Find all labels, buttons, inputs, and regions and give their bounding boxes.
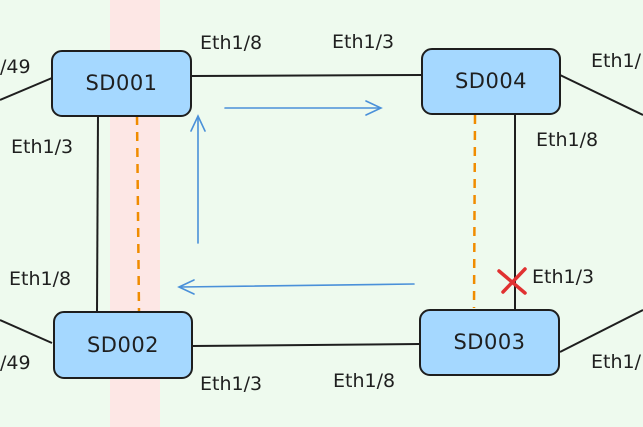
flow-arrow-up bbox=[190, 114, 206, 244]
flow-arrow-right bbox=[224, 100, 383, 116]
dashed-link-left bbox=[135, 115, 141, 313]
node-sd004-label: SD004 bbox=[455, 69, 527, 93]
port-label-edge-top-left: /49 bbox=[0, 56, 31, 78]
edge-link-top-right bbox=[559, 74, 643, 116]
cross-mark-icon bbox=[497, 267, 527, 295]
node-sd002-label: SD002 bbox=[87, 333, 159, 357]
port-label-edge-top-right: Eth1/ bbox=[591, 50, 642, 72]
edge-link-bottom-left bbox=[0, 319, 53, 344]
node-sd003[interactable]: SD003 bbox=[419, 309, 560, 376]
port-label-sd002-bottom: Eth1/3 bbox=[200, 373, 262, 395]
node-sd002[interactable]: SD002 bbox=[53, 311, 193, 379]
dashed-link-right bbox=[472, 114, 477, 309]
port-label-edge-bottom-right: Eth1/ bbox=[591, 351, 642, 373]
edge-link-top-left bbox=[0, 77, 53, 101]
port-label-sd001-top: Eth1/8 bbox=[200, 32, 262, 54]
port-label-sd004-right: Eth1/8 bbox=[536, 129, 598, 151]
port-label-sd003-bottom: Eth1/8 bbox=[333, 370, 395, 392]
port-label-sd002-left: Eth1/8 bbox=[9, 268, 71, 290]
node-sd003-label: SD003 bbox=[453, 330, 525, 354]
port-label-sd001-left: Eth1/3 bbox=[11, 136, 73, 158]
link-sd001-sd002 bbox=[96, 114, 99, 313]
port-label-sd003-right: Eth1/3 bbox=[532, 266, 594, 288]
flow-arrow-left bbox=[177, 279, 415, 295]
node-sd001[interactable]: SD001 bbox=[51, 50, 192, 117]
node-sd001-label: SD001 bbox=[85, 71, 157, 95]
edge-link-bottom-right bbox=[559, 309, 643, 353]
port-label-edge-bottom-left: /49 bbox=[0, 352, 31, 374]
node-sd004[interactable]: SD004 bbox=[421, 48, 561, 115]
link-sd002-sd003 bbox=[191, 343, 421, 347]
port-label-sd004-top: Eth1/3 bbox=[332, 31, 394, 53]
link-sd001-sd004 bbox=[190, 74, 423, 77]
